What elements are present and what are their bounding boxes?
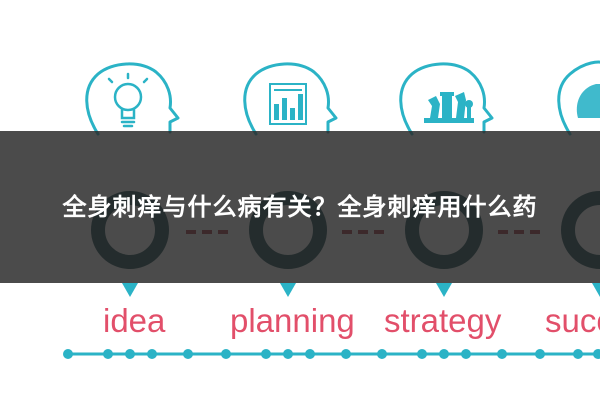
stage-label-idea: idea bbox=[103, 302, 166, 339]
stage-label-strategy: strategy bbox=[384, 302, 502, 339]
stage-label-planning: planning bbox=[230, 302, 355, 339]
article-title[interactable]: 全身刺痒与什么病有关？全身刺痒用什么药 bbox=[62, 192, 538, 221]
timeline bbox=[63, 349, 600, 359]
document-chart-icon bbox=[269, 83, 307, 125]
ring-pointers bbox=[122, 283, 600, 297]
head-outline-planning bbox=[243, 62, 338, 136]
stage-label-success: succ bbox=[545, 302, 600, 339]
head-outline-success bbox=[557, 60, 600, 136]
chess-pieces-icon bbox=[424, 92, 474, 123]
title-banner: 全身刺痒与什么病有关？全身刺痒用什么药 bbox=[0, 131, 600, 283]
head-outline-strategy bbox=[399, 62, 494, 136]
head-profile-icon bbox=[576, 84, 600, 118]
head-outline-idea bbox=[85, 62, 180, 136]
lightbulb-icon bbox=[107, 72, 149, 128]
